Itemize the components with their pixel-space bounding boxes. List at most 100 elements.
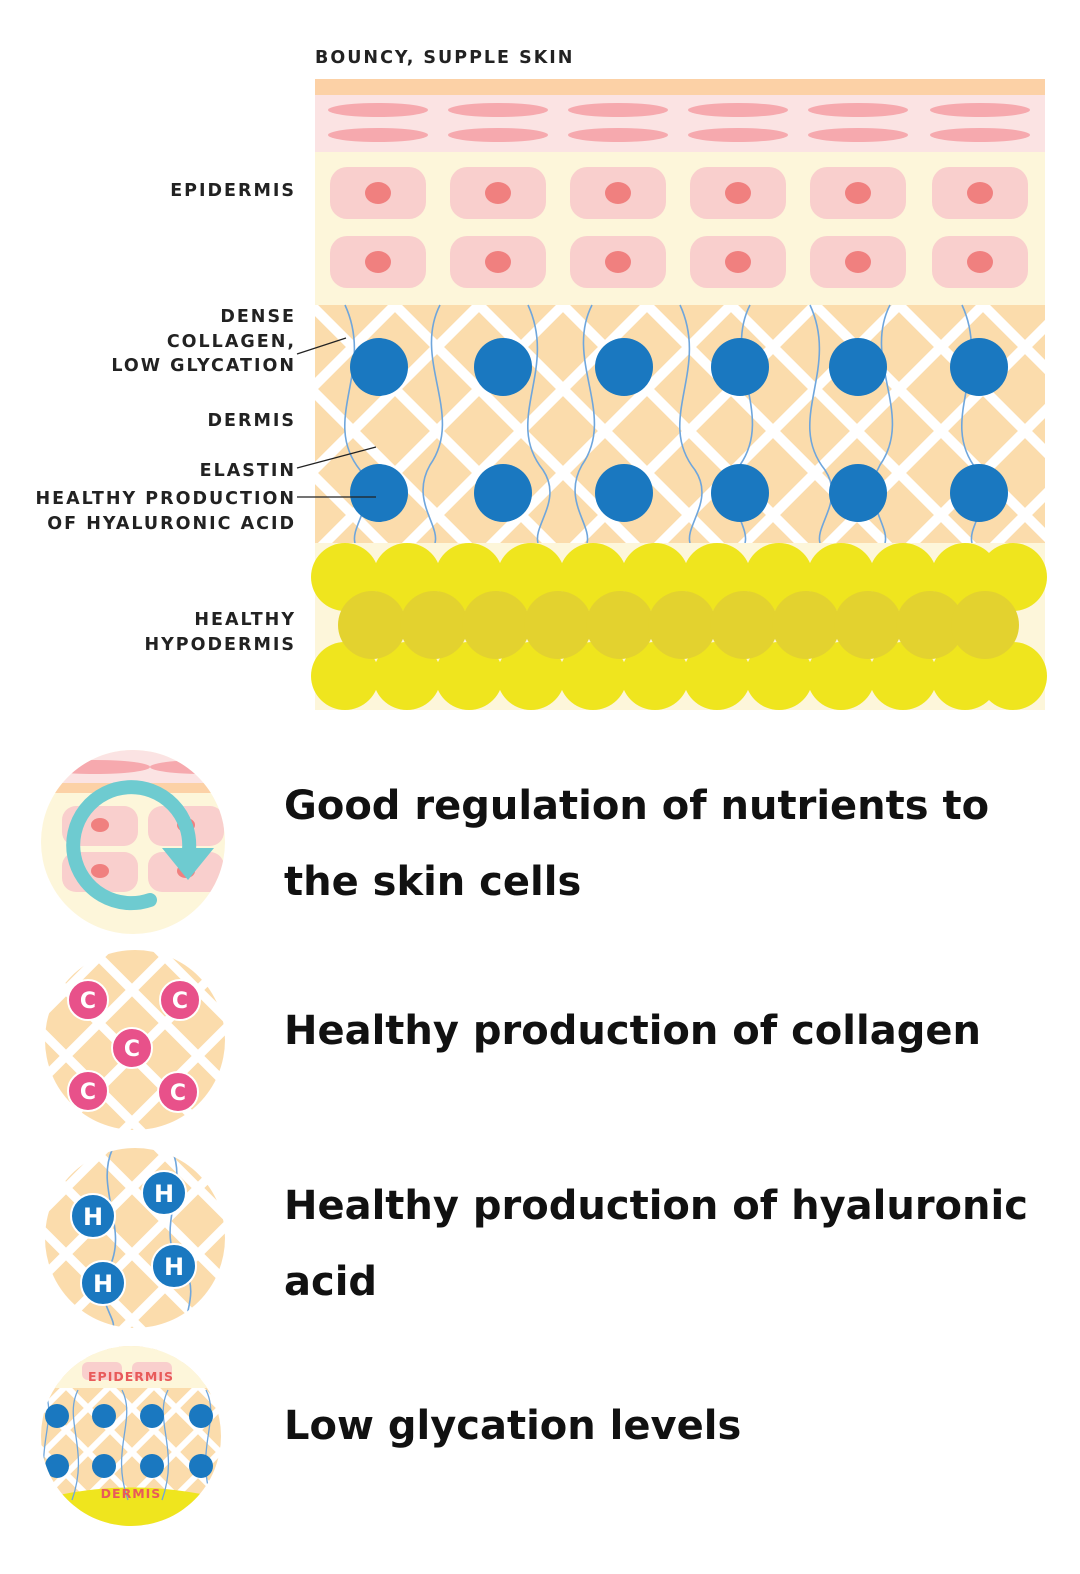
elastin-fiber [809, 304, 833, 544]
flattened-cells [328, 103, 1030, 142]
collagen-icon: C C C C C [45, 950, 225, 1130]
hyaluronic-acid-molecule [950, 464, 1008, 522]
label-dense-2: COLLAGEN, [167, 332, 296, 352]
label-dense-3: LOW GLYCATION [111, 356, 296, 376]
label-elastin: ELASTIN [200, 461, 296, 481]
flat-cell [930, 128, 1030, 142]
collagen-letter: C [80, 1080, 96, 1105]
flat-cell [808, 103, 908, 117]
hyaluronic-acid-molecule [595, 338, 653, 396]
epidermis-cells [330, 167, 1028, 288]
cell-nucleus [967, 251, 993, 273]
glycation-icon: EPIDERMIS DERMIS [41, 1346, 221, 1526]
fat-cell-inner [896, 591, 964, 659]
hyaluronic-badge [80, 1260, 126, 1306]
fat-cell [683, 642, 751, 710]
label-dense-1: DENSE [220, 307, 296, 327]
collagen-badge [159, 979, 201, 1021]
fat-cell [621, 642, 689, 710]
hyaluronic-acid-molecule [474, 338, 532, 396]
fat-cell [311, 642, 379, 710]
fat-cell [559, 642, 627, 710]
glycation-dot [92, 1454, 116, 1478]
flat-cell [568, 128, 668, 142]
cell-nucleus [725, 182, 751, 204]
collagen-letter: C [170, 1081, 186, 1106]
glycation-dot [45, 1454, 69, 1478]
fat-cell [979, 642, 1047, 710]
hyaluronic-acid-molecule [829, 464, 887, 522]
fat-cell-inner [586, 591, 654, 659]
fat-cell [373, 642, 441, 710]
fat-cell-inner [951, 591, 1019, 659]
flat-cell [568, 103, 668, 117]
collagen-letter: C [80, 989, 96, 1014]
flat-cell [688, 103, 788, 117]
label-hyaluronic-2: OF HYALURONIC ACID [47, 514, 296, 534]
hyaluronic-acid-molecules [350, 338, 1008, 522]
collagen-letter: C [124, 1037, 140, 1062]
fat-cell [807, 642, 875, 710]
glycation-fiber [120, 1389, 129, 1501]
cell-nucleus [845, 182, 871, 204]
glycation-dot [189, 1454, 213, 1478]
hyaluronic-letter: H [164, 1253, 184, 1281]
fat-cells [311, 543, 1047, 710]
label-epidermis: EPIDERMIS [170, 181, 296, 201]
cell-nucleus [967, 182, 993, 204]
elastin-fiber [872, 304, 894, 544]
glycation-dot [140, 1404, 164, 1428]
fat-cell-inner [462, 591, 530, 659]
cell-nucleus [605, 251, 631, 273]
flat-cell [448, 103, 548, 117]
glycation-dot [92, 1404, 116, 1428]
collagen-badge [67, 979, 109, 1021]
hyaluronic-acid-molecule [595, 464, 653, 522]
collagen-letter: C [172, 989, 188, 1014]
hyaluronic-acid-molecule [711, 464, 769, 522]
glycation-fiber [71, 1389, 80, 1501]
elastin-fiber [422, 304, 444, 544]
hyaluronic-letter: H [154, 1180, 174, 1208]
cell-nucleus [845, 251, 871, 273]
diagram-title: BOUNCY, SUPPLE SKIN [315, 48, 574, 68]
epidermis-layer [315, 152, 1045, 305]
hyaluronic-acid-molecule [350, 464, 408, 522]
fat-cell-inner [400, 591, 468, 659]
glycation-dot [45, 1404, 69, 1428]
hyaluronic-badge [70, 1193, 116, 1239]
flattened-cell-layer [315, 95, 1045, 152]
leader-line-collagen [296, 337, 347, 355]
flat-cell [808, 128, 908, 142]
cell-nucleus [365, 251, 391, 273]
collagen-badge [157, 1071, 199, 1113]
label-hypodermis-2: HYPODERMIS [144, 635, 296, 655]
fat-cell-inner [772, 591, 840, 659]
icon-dermis-label: DERMIS [101, 1486, 162, 1501]
hyaluronic-acid-molecule [474, 464, 532, 522]
hyaluronic-acid-molecule [829, 338, 887, 396]
cell-nucleus [605, 182, 631, 204]
hyaluronic-acid-molecule [350, 338, 408, 396]
label-hyaluronic-1: HEALTHY PRODUCTION [36, 489, 296, 509]
cell-nucleus [725, 251, 751, 273]
cell-nucleus [365, 182, 391, 204]
benefit-text-nutrients: Good regulation of nutrients to the skin… [284, 783, 990, 905]
glycation-dot [140, 1454, 164, 1478]
label-hypodermis-1: HEALTHY [194, 610, 296, 630]
benefit-text-glycation: Low glycation levels [284, 1403, 742, 1449]
elastin-fiber [679, 304, 703, 544]
fat-cell-inner [648, 591, 716, 659]
flat-cell [448, 128, 548, 142]
fat-cell [497, 642, 565, 710]
fat-cell-inner [834, 591, 902, 659]
fat-cell-inner [524, 591, 592, 659]
hyaluronic-badge [141, 1170, 187, 1216]
icon-epidermis-label: EPIDERMIS [88, 1369, 174, 1384]
glycation-dot [189, 1404, 213, 1428]
leader-line-elastin [296, 446, 377, 469]
flat-cell [328, 128, 428, 142]
fat-cell-inner [338, 591, 406, 659]
hyaluronic-acid-molecule [950, 338, 1008, 396]
